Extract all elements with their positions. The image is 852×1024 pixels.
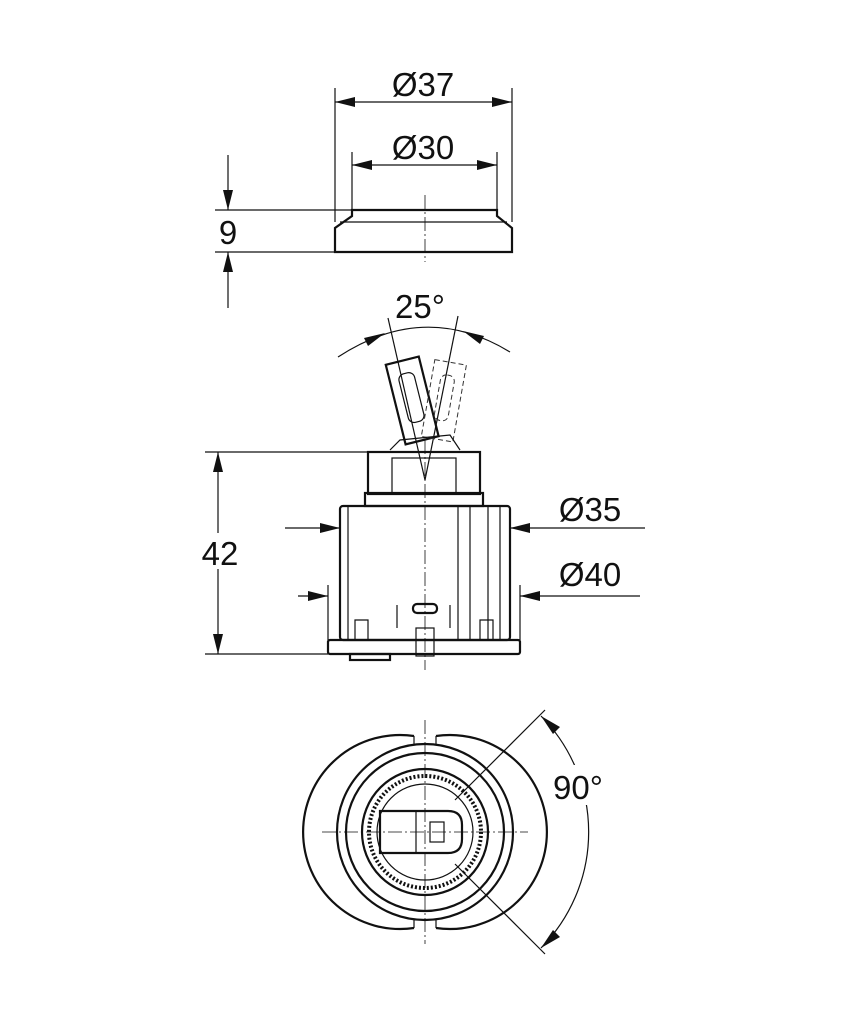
cartridge-side-view: 25° xyxy=(195,288,645,670)
rotation-angle-label: 90° xyxy=(553,769,603,806)
cap-outer-diameter-label: Ø37 xyxy=(392,66,454,103)
base-diameter-label: Ø40 xyxy=(559,556,621,593)
body-diameter-label: Ø35 xyxy=(559,491,621,528)
cap-inner-diameter-label: Ø30 xyxy=(392,129,454,166)
cartridge-bottom-view: 90° xyxy=(302,709,615,955)
cap-view: Ø37 Ø30 9 xyxy=(215,66,514,308)
lever-angle-label: 25° xyxy=(395,288,445,325)
cartridge-height-label: 42 xyxy=(202,535,239,572)
cap-height-label: 9 xyxy=(219,214,237,251)
